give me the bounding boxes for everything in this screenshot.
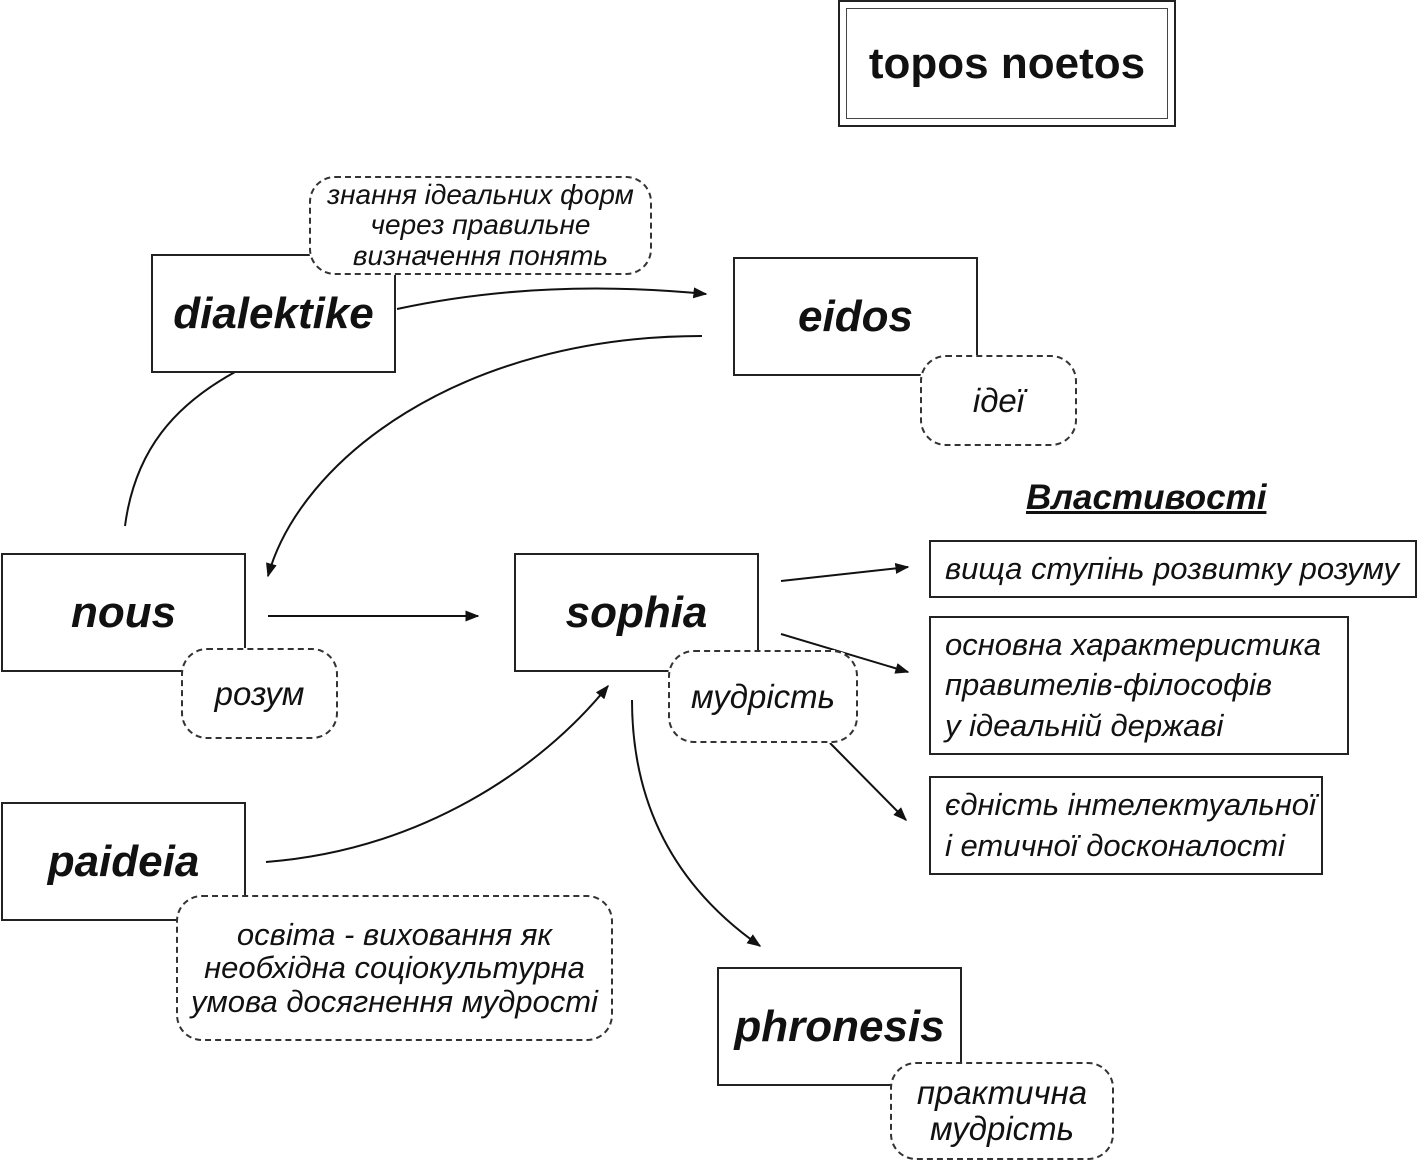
property-3: єдність інтелектуальної і етичної доскон… bbox=[929, 776, 1323, 875]
edge-sophia-property-1 bbox=[780, 562, 910, 582]
node-eidos: eidos bbox=[733, 257, 978, 376]
note-paideia: освіта - виховання як необхідна соціокул… bbox=[176, 895, 613, 1041]
edge-sophia-phronesis bbox=[631, 699, 762, 947]
node-sophia: sophia bbox=[514, 553, 759, 672]
property-1: вища ступінь розвитку розуму bbox=[929, 540, 1417, 598]
note-eidos: ідеї bbox=[920, 355, 1077, 446]
note-phronesis: практична мудрість bbox=[890, 1062, 1114, 1160]
edge-sophia-property-3 bbox=[829, 742, 907, 821]
note-nous: розум bbox=[181, 648, 338, 739]
edge-dialektike-eidos bbox=[396, 287, 708, 310]
note-sophia: мудрість bbox=[668, 650, 858, 743]
edge-paideia-sophia bbox=[265, 684, 609, 863]
edge-nous-dialektike bbox=[124, 371, 236, 527]
title-box: topos noetos bbox=[838, 0, 1176, 127]
note-dialektike: знання ідеальних форм через правильне ви… bbox=[309, 176, 652, 275]
diagram-title: topos noetos bbox=[846, 8, 1168, 119]
node-phronesis: phronesis bbox=[717, 967, 962, 1086]
edge-eidos-nous bbox=[266, 335, 703, 578]
properties-heading: Властивості bbox=[1026, 478, 1267, 517]
property-2: основна характеристика правителів-філосо… bbox=[929, 616, 1349, 755]
